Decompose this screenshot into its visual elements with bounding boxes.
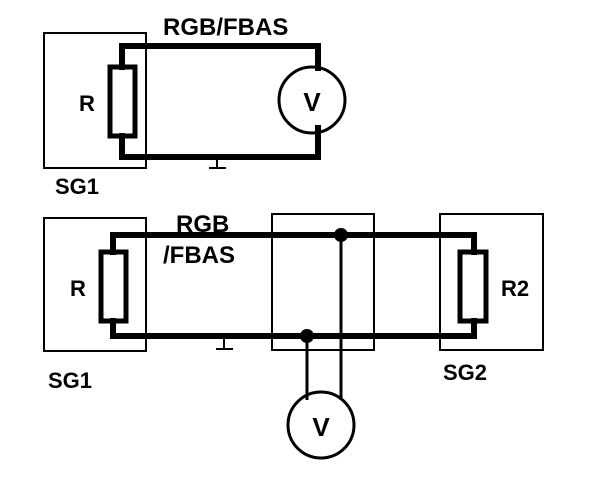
top-sg1-label: SG1 xyxy=(55,174,99,199)
bottom-middle-box xyxy=(271,213,375,351)
top-sg1-box xyxy=(43,32,147,169)
top-resistor xyxy=(107,64,138,139)
bottom-circuit: RGB /FBAS R R2 V SG1 SG2 xyxy=(43,211,544,460)
bottom-signal-label-line1: RGB xyxy=(176,211,229,238)
bottom-resistor-right-label: R2 xyxy=(501,276,529,301)
top-ground-icon xyxy=(209,157,226,169)
bottom-ground-icon xyxy=(216,336,233,350)
top-voltmeter-icon xyxy=(277,65,347,135)
top-meter-label: V xyxy=(303,87,321,117)
top-signal-wire xyxy=(119,43,321,160)
bottom-top-wire xyxy=(110,232,477,255)
bottom-bottom-wire xyxy=(110,318,477,339)
bottom-sg2-box xyxy=(439,213,544,351)
bottom-sg2-label: SG2 xyxy=(443,360,487,385)
bottom-sg1-label: SG1 xyxy=(48,368,92,393)
top-signal-label: RGB/FBAS xyxy=(163,14,288,41)
bottom-resistor-right xyxy=(457,249,489,324)
bottom-voltmeter-icon xyxy=(286,390,356,460)
bottom-signal-label-line2: /FBAS xyxy=(163,242,235,269)
top-circuit: RGB/FBAS R V SG1 xyxy=(43,14,347,199)
bottom-sg1-box xyxy=(43,217,147,352)
bottom-resistor-left xyxy=(98,249,129,324)
bottom-meter-label: V xyxy=(312,412,330,442)
bottom-resistor-left-label: R xyxy=(70,276,86,301)
top-resistor-label: R xyxy=(79,91,95,116)
